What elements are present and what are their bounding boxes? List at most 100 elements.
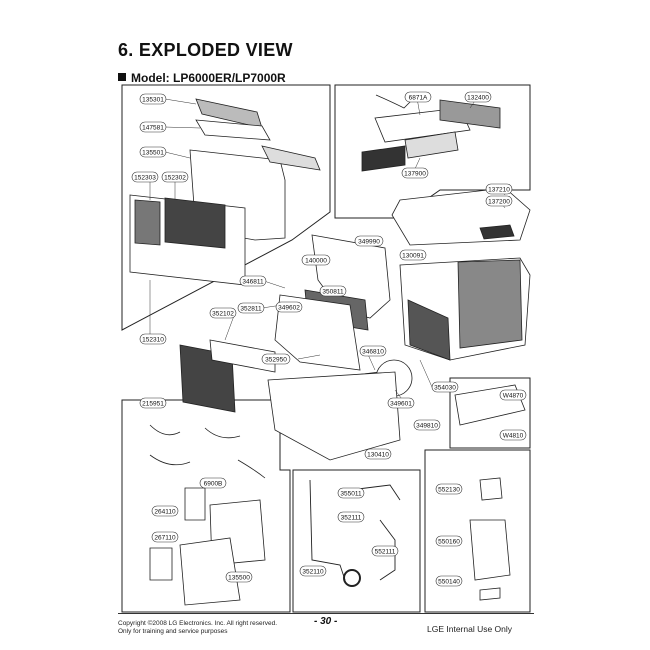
svg-text:349990: 349990 — [358, 239, 380, 246]
svg-text:135500: 135500 — [228, 575, 250, 582]
page-number: - 30 - — [314, 616, 338, 627]
svg-text:152303: 152303 — [134, 175, 156, 182]
part-label: W4810 — [499, 429, 527, 441]
wire-harness-1-part — [149, 424, 181, 436]
power-cord-part — [375, 94, 413, 109]
condenser-coil-part — [407, 299, 451, 361]
cabinet-vent-part — [479, 224, 515, 240]
part-label: 132400 — [464, 91, 492, 103]
svg-text:352811: 352811 — [240, 306, 262, 313]
part-label: 352950 — [261, 353, 291, 365]
part-label: 152310 — [139, 333, 167, 345]
svg-text:352102: 352102 — [212, 311, 234, 318]
coil-ring-part — [343, 569, 361, 587]
capacitor-part — [184, 487, 206, 521]
group-border-piping — [292, 469, 421, 613]
part-label: 352102 — [209, 307, 237, 319]
footer-note: Only for training and service purposes — [118, 628, 228, 635]
svg-text:W4810: W4810 — [503, 433, 524, 440]
svg-text:135501: 135501 — [142, 150, 164, 157]
part-label: 6900B — [199, 477, 227, 489]
part-label: 346811 — [239, 275, 267, 287]
svg-text:349601: 349601 — [390, 401, 412, 408]
part-label: 135500 — [225, 571, 253, 583]
group-border-control — [334, 84, 531, 219]
svg-text:354030: 354030 — [434, 385, 456, 392]
svg-text:264110: 264110 — [154, 509, 176, 516]
group-border-bracket — [449, 377, 531, 449]
part-label: 137900 — [401, 167, 429, 179]
suction-pipe-part — [309, 479, 346, 581]
svg-text:130091: 130091 — [402, 253, 424, 260]
part-label: 137200 — [485, 195, 513, 207]
part-label: 349990 — [354, 235, 384, 247]
svg-text:W4870: W4870 — [503, 393, 524, 400]
svg-text:349602: 349602 — [278, 305, 300, 312]
svg-text:350811: 350811 — [322, 289, 344, 296]
base-pan-part — [267, 371, 401, 461]
part-label: 152303 — [131, 171, 159, 183]
part-label: 349810 — [413, 419, 441, 431]
part-label: 267110 — [151, 531, 179, 543]
part-label: 352811 — [237, 302, 265, 314]
footer-copyright-block: Copyright ©2008 LG Electronics. Inc. All… — [118, 620, 277, 636]
part-label: 6871A — [404, 91, 432, 103]
svg-text:135301: 135301 — [142, 97, 164, 104]
part-label: 550140 — [435, 575, 463, 587]
part-label: 264110 — [151, 505, 179, 517]
svg-text:355011: 355011 — [340, 491, 362, 498]
group-border-front-panel — [121, 84, 331, 331]
control-cover-part — [261, 145, 321, 171]
part-label: 135301 — [139, 93, 167, 105]
group-border-compressor — [424, 449, 531, 613]
part-label: 130410 — [364, 448, 392, 460]
part-label: 215951 — [139, 397, 167, 409]
svg-text:137200: 137200 — [488, 199, 510, 206]
svg-text:352110: 352110 — [302, 569, 324, 576]
condenser-fins-part — [457, 259, 523, 349]
wire-harness-2-part — [204, 427, 241, 439]
discharge-pipe-part — [349, 484, 401, 501]
part-label: 354030 — [431, 381, 459, 393]
svg-text:152310: 152310 — [142, 337, 164, 344]
part-label: 140000 — [301, 254, 331, 266]
svg-text:552111: 552111 — [375, 549, 396, 556]
terminal-cover-part — [179, 537, 241, 606]
part-label: 349602 — [275, 301, 303, 313]
orifice-part — [274, 294, 361, 371]
svg-text:6871A: 6871A — [409, 95, 428, 102]
part-label: 352111 — [337, 511, 365, 523]
part-label: 552130 — [435, 483, 463, 495]
bullet-square-icon — [118, 73, 126, 81]
svg-text:352111: 352111 — [341, 515, 362, 522]
compressor-body-part — [469, 519, 511, 581]
model-label: Model: LP6000ER/LP7000R — [131, 71, 286, 85]
svg-text:140000: 140000 — [305, 258, 327, 265]
part-label: W4870 — [499, 389, 527, 401]
part-label: 552111 — [371, 545, 399, 557]
svg-text:130410: 130410 — [367, 452, 389, 459]
part-label: 130091 — [399, 249, 427, 261]
compressor-cap-part — [149, 547, 173, 581]
part-label: 352110 — [299, 565, 327, 577]
svg-text:550160: 550160 — [438, 539, 460, 546]
part-label: 550160 — [435, 535, 463, 547]
air-filter-part — [164, 197, 226, 249]
svg-text:215951: 215951 — [142, 401, 164, 408]
part-label: 355011 — [337, 487, 365, 499]
part-label: 350811 — [319, 285, 347, 297]
part-label: 152302 — [161, 171, 189, 183]
svg-text:147581: 147581 — [142, 125, 164, 132]
cover-plate-part — [439, 99, 501, 129]
svg-text:346811: 346811 — [242, 279, 264, 286]
wire-harness-3-part — [149, 454, 191, 466]
part-labels: 135301 147581 135501 152303 152302 15231… — [131, 91, 527, 587]
part-label: 346810 — [359, 345, 387, 357]
footer-rule — [118, 613, 534, 614]
part-label: 137210 — [485, 183, 513, 195]
svg-text:132400: 132400 — [467, 95, 489, 102]
part-label: 135501 — [139, 146, 167, 158]
svg-text:550140: 550140 — [438, 579, 460, 586]
overload-part — [479, 587, 501, 601]
svg-text:152302: 152302 — [164, 175, 186, 182]
